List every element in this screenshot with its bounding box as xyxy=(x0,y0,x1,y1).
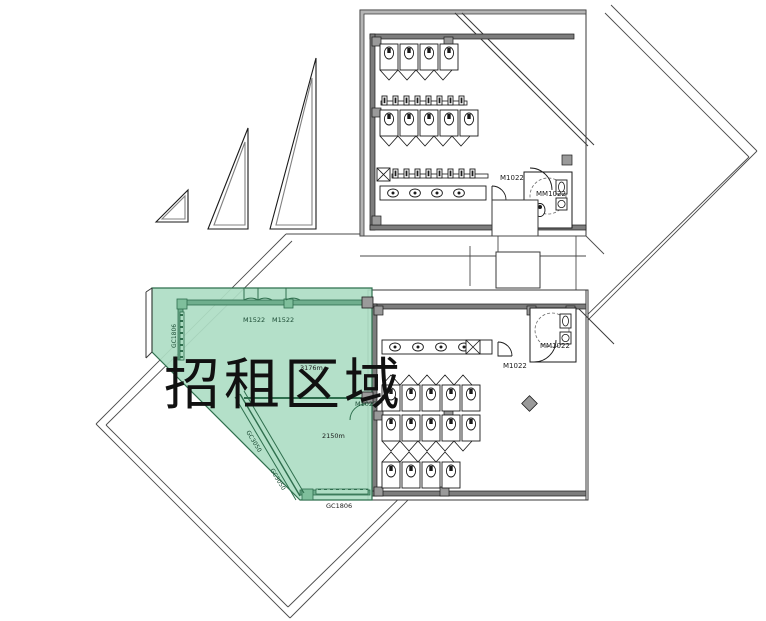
door-label: M1022 xyxy=(355,400,377,408)
stall-row-upper-2 xyxy=(379,109,479,147)
door-label: MM1022 xyxy=(536,190,566,198)
accessible-wc-lower: MM1022 xyxy=(529,307,577,363)
lobby-stub-upper xyxy=(491,199,539,237)
door-m1522-a: M1522 xyxy=(243,288,273,324)
door-label: M1522 xyxy=(243,316,265,324)
column xyxy=(301,488,314,501)
door-label: M1022 xyxy=(503,362,527,370)
stall-row-lower-1 xyxy=(381,374,481,412)
lower-restroom-block: M1022 MM1022 xyxy=(367,289,615,501)
door-m1522-b: M1522 xyxy=(272,288,301,324)
wall-upper-north xyxy=(369,33,575,40)
wheelchair-turning-circle xyxy=(534,312,570,348)
stall-row-lower-2 xyxy=(381,414,481,452)
sink-row-lower xyxy=(381,339,493,355)
stair-wedge-small xyxy=(154,188,189,223)
upper-restroom-block: M1022 MM1022 xyxy=(359,9,595,237)
column xyxy=(371,36,382,47)
urinal-row-upper-1 xyxy=(380,95,468,106)
highlight-rental-area[interactable]: M1522 M1522 M1022 GC1806 GC1806 GC3050 xyxy=(151,287,404,510)
dimension-label-2150: 2150m xyxy=(322,432,345,440)
wall-lower-south xyxy=(371,490,587,497)
window-label: GC1806 xyxy=(171,324,178,348)
door-m1022-rental: M1022 xyxy=(349,400,377,421)
door-label: M1022 xyxy=(500,174,524,182)
diagonal-column xyxy=(521,395,538,412)
urinal-row-upper-2 xyxy=(376,167,489,182)
stair-wedge-group xyxy=(154,57,317,230)
wall-upper-south xyxy=(369,224,587,231)
wall-rental-north xyxy=(177,299,371,306)
stair-wedge-large xyxy=(269,57,317,230)
stall-row-upper-1 xyxy=(379,43,459,81)
door-label: M1522 xyxy=(272,316,294,324)
stall-row-lower-3 xyxy=(381,451,461,489)
door-m1022-lower: M1022 xyxy=(497,341,527,370)
column xyxy=(361,296,374,309)
column xyxy=(371,215,382,226)
column xyxy=(283,298,294,309)
door-label: MM1022 xyxy=(540,342,570,350)
rental-exterior-walls xyxy=(145,287,153,359)
dimension-label-3176: 3176m xyxy=(300,364,323,372)
window-label: GC1806 xyxy=(326,502,352,510)
stair-wedge-medium xyxy=(207,127,249,230)
wheelchair-turning-circle xyxy=(529,177,567,215)
sink-row-upper xyxy=(379,185,487,201)
column xyxy=(176,298,188,310)
column xyxy=(373,305,384,316)
column xyxy=(373,486,384,497)
column xyxy=(561,154,573,166)
column xyxy=(361,391,374,404)
mid-corridor xyxy=(360,235,605,318)
rental-area-title: 招租区域 xyxy=(164,353,404,418)
window-gc1806-bottom: GC1806 xyxy=(315,488,369,510)
wall-upper-west xyxy=(369,33,376,231)
window-gc1806-left: GC1806 xyxy=(171,311,185,361)
